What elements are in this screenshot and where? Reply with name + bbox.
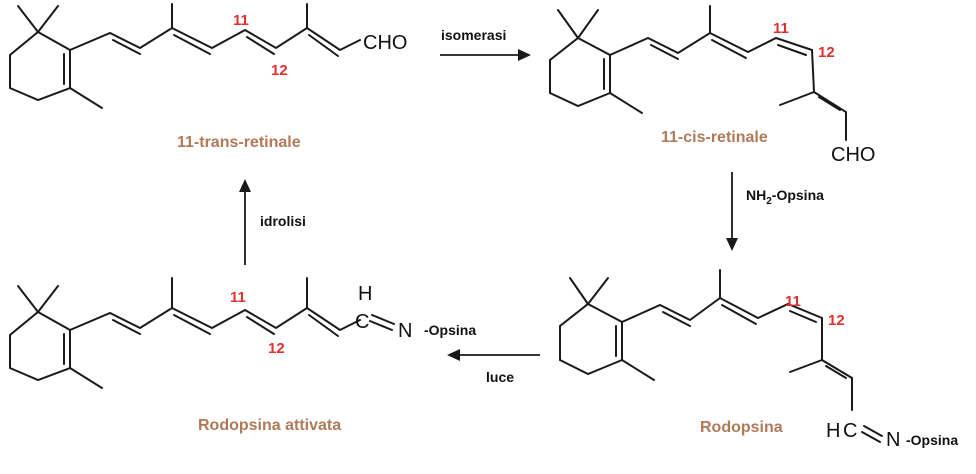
cis-position-12-label: 12 xyxy=(818,44,835,61)
rhodopsin-position-12-label: 12 xyxy=(828,312,845,329)
cis-retinal-name: 11-cis-retinale xyxy=(661,129,768,146)
activated-position-12-label: 12 xyxy=(268,340,285,357)
rhodopsin-nitrogen: N xyxy=(886,429,900,451)
trans-position-12-label: 12 xyxy=(271,62,288,79)
activated-nitrogen: N xyxy=(398,320,412,342)
opsin-binding-arrow xyxy=(726,172,738,251)
isomerization-arrow xyxy=(440,49,531,61)
opsin-binding-label: NH2-Opsina xyxy=(746,187,824,207)
rhodopsin-opsin-tag: -Opsina xyxy=(906,432,958,448)
cis-retinal-structure: CHO 11 12 xyxy=(549,5,875,166)
cis-aldehyde-group: CHO xyxy=(831,144,875,166)
light-arrow xyxy=(447,349,540,361)
cis-position-11-label: 11 xyxy=(773,20,789,37)
rhodopsin-structure: H C N -Opsina 11 12 xyxy=(559,269,958,451)
activated-carbon: C xyxy=(355,311,369,333)
hydrolysis-arrow xyxy=(239,179,251,265)
activated-rhodopsin-name: Rodopsina attivata xyxy=(198,417,341,434)
activated-rhodopsin-structure: H C N -Opsina 11 12 xyxy=(9,277,476,389)
activated-hydrogen: H xyxy=(358,283,372,305)
rhodopsin-name: Rodopsina xyxy=(700,419,783,436)
activated-position-11-label: 11 xyxy=(230,289,246,306)
trans-retinal-name: 11-trans-retinale xyxy=(177,134,301,151)
light-label: luce xyxy=(486,369,514,385)
trans-retinal-structure: CHO 11 12 xyxy=(9,3,407,109)
rhodopsin-hydrogen: H xyxy=(826,420,840,442)
trans-aldehyde-group: CHO xyxy=(363,32,407,54)
trans-position-11-label: 11 xyxy=(233,12,249,29)
hydrolysis-label: idrolisi xyxy=(260,213,306,229)
rhodopsin-carbon: C xyxy=(843,420,857,442)
isomerization-label: isomerasi xyxy=(441,27,506,43)
rhodopsin-position-11-label: 11 xyxy=(785,293,801,310)
activated-opsin-tag: -Opsina xyxy=(424,322,476,338)
